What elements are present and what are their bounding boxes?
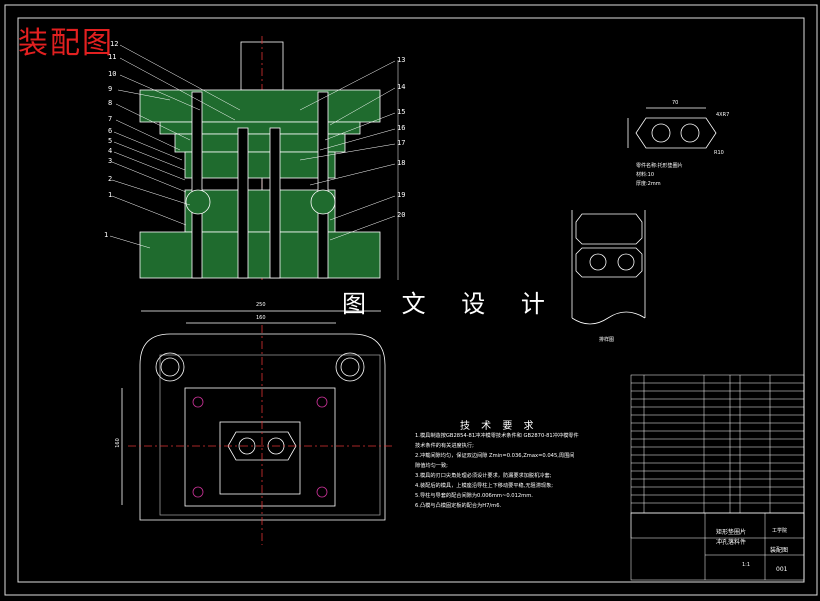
part-name-2: 冲孔落料件 xyxy=(716,539,747,546)
strip-label: 排样图 xyxy=(599,337,615,343)
part-label: 8 xyxy=(108,99,113,107)
screw-2 xyxy=(316,396,328,408)
punch-right xyxy=(269,127,281,279)
title-block xyxy=(630,374,805,581)
guide-hole-left-inner xyxy=(160,357,180,377)
stripper xyxy=(184,151,336,179)
part-label: 7 xyxy=(108,115,113,123)
inner-frame xyxy=(17,17,805,583)
spring-left xyxy=(185,189,211,215)
tech-req-3: 2.冲载间隙均匀，保证双边间隙 Zmin=0.036,Zmax=0.045,周围… xyxy=(415,453,575,459)
part-label: 2 xyxy=(108,175,113,183)
tech-req-2: 技术条件的有关进度执行; xyxy=(415,443,474,449)
upper-die-seat xyxy=(139,89,381,123)
top-view xyxy=(121,310,395,545)
guide-hole-right xyxy=(335,352,365,382)
school-name: 工学院 xyxy=(772,528,788,534)
part-label: 17 xyxy=(397,139,406,147)
part-label: 12 xyxy=(110,40,119,48)
dim-label: 160 xyxy=(114,438,121,448)
guide-pillar-right xyxy=(317,91,329,279)
tech-requirements-heading: 技 术 要 求 xyxy=(460,421,538,432)
lower-plate-outline xyxy=(139,333,386,521)
hole-1 xyxy=(238,437,256,455)
part-label: 19 xyxy=(397,191,406,199)
part-label: 1 xyxy=(104,231,109,239)
part-label: 20 xyxy=(397,211,406,219)
guide-hole-left xyxy=(155,352,185,382)
part-label: 16 xyxy=(397,124,406,132)
die-outline xyxy=(184,387,336,507)
part-label: 15 xyxy=(397,108,406,116)
die-shank xyxy=(240,41,284,91)
dim-label: 160 xyxy=(256,315,266,321)
watermark: 图 文 设 计 xyxy=(342,290,559,318)
part-label: 1 xyxy=(108,191,113,199)
dim-label: 70 xyxy=(672,100,679,106)
guide-pillar-left xyxy=(191,91,203,279)
tech-req-4: 隙值均匀一致; xyxy=(415,463,448,469)
strip-layout xyxy=(571,210,646,325)
part-label: 11 xyxy=(108,53,117,61)
die-opening xyxy=(219,421,301,495)
punch-left xyxy=(237,127,249,279)
plate-inner xyxy=(159,354,381,516)
part-label: 5 xyxy=(108,137,113,145)
part-label: 13 xyxy=(397,56,406,64)
backing-plate xyxy=(159,121,361,135)
screw-1 xyxy=(192,396,204,408)
drawing-type: 装配图 xyxy=(770,547,789,554)
screw-3 xyxy=(192,486,204,498)
part-note: 厚度:2mm xyxy=(636,181,661,187)
drawing-no: 001 xyxy=(776,566,788,573)
section-view xyxy=(139,36,381,280)
tech-req-1: 1.模具制造按GB2854-81冲冲模零技术条件和 GB2870-81冲冲模零件 xyxy=(415,433,579,439)
tech-req-5: 3.模具的刃口尖角处理必须设计要求，防漏要求加脱机冷套; xyxy=(415,473,552,479)
part-drawing xyxy=(627,107,717,149)
guide-hole-right-inner xyxy=(340,357,360,377)
part-label: 18 xyxy=(397,159,406,167)
tech-req-8: 6.凸模与凸模固定板的配合为H7/m6. xyxy=(415,503,502,509)
part-note: 零件名称:托形垫圈片 xyxy=(636,163,683,169)
part-label: 9 xyxy=(108,85,113,93)
tech-req-7: 5.导柱与导套的配合间隙为0.006mm~0.012mm. xyxy=(415,493,533,499)
dim-label: 250 xyxy=(256,302,266,308)
drawing-title: 装配图 xyxy=(18,26,114,61)
scale: 1:1 xyxy=(742,562,751,568)
part-note: 材料:10 xyxy=(636,172,655,178)
part-name-1: 矩形垫圈片 xyxy=(716,529,747,536)
die-plate xyxy=(184,189,336,233)
part-label: 4 xyxy=(108,147,113,155)
dim-label: R10 xyxy=(714,150,724,156)
screw-4 xyxy=(316,486,328,498)
outer-frame xyxy=(4,4,818,596)
part-label: 6 xyxy=(108,127,113,135)
right-leaders xyxy=(299,60,396,241)
tech-requirements-list: 1.模具制造按GB2854-81冲冲模零技术条件和 GB2870-81冲冲模零件… xyxy=(415,431,625,511)
part-label: 14 xyxy=(397,83,406,91)
dim-label: 4XR7 xyxy=(716,112,730,118)
lower-die-seat xyxy=(139,231,381,279)
tech-req-6: 4.装配后的模具，上模座沿导柱上下移动要平稳,无阻滞现象; xyxy=(415,483,554,489)
left-leaders xyxy=(109,44,241,249)
spring-right xyxy=(310,189,336,215)
part-label: 3 xyxy=(108,157,113,165)
part-label: 10 xyxy=(108,70,117,78)
